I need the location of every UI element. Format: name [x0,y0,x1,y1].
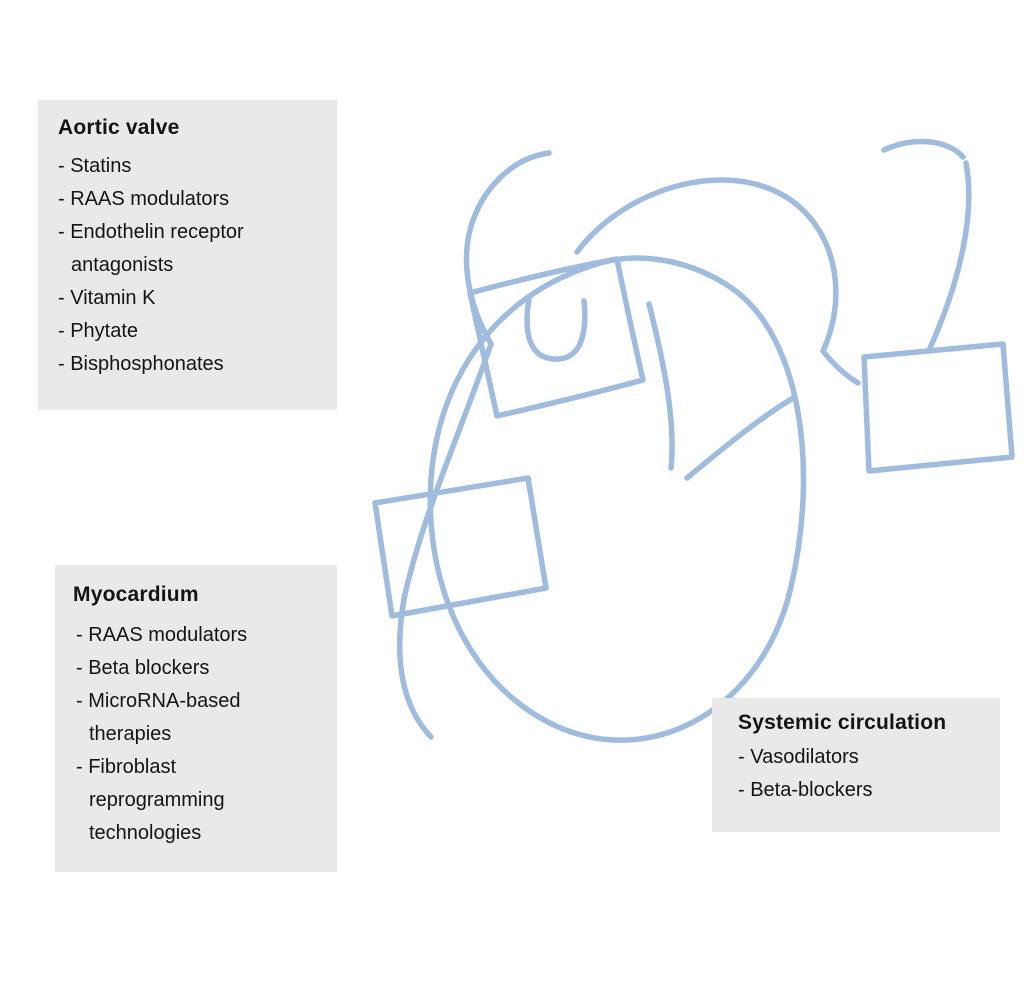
myocardium-title: Myocardium [73,583,199,606]
sketch-myocardium-rect [372,475,549,619]
aortic-valve-box: Aortic valve - Statins - RAAS modulators… [38,100,337,410]
sketch-inner-left-line [646,301,675,471]
list-item: - Statins [58,155,132,177]
sketch-aortic-arch [574,177,861,386]
list-item: - Vitamin K [58,287,156,309]
sketch-left-vessel-long [397,341,494,740]
list-item: - Beta-blockers [738,779,873,801]
list-item: - Phytate [58,320,139,342]
list-item: - Beta blockers [76,657,210,679]
sketch-valve-loop [524,296,588,362]
sketch-right-vessel [927,160,972,351]
myocardium-box: Myocardium - RAAS modulators - Beta bloc… [55,565,337,872]
list-item: - Endothelin receptor antagonists [58,221,244,276]
list-item: - Fibroblast reprogramming technologies [76,756,225,844]
aortic-valve-list: - Statins - RAAS modulators - Endothelin… [58,150,317,381]
aortic-valve-title: Aortic valve [58,116,180,139]
systemic-circulation-list: - Vasodilators - Beta-blockers [738,741,984,807]
list-item: - Vasodilators [738,746,859,768]
sketch-valve-rect [467,256,646,419]
myocardium-list: - RAAS modulators - Beta blockers - Micr… [73,619,319,850]
sketch-inner-right-line [684,395,796,481]
sketch-heart-outline [427,255,807,743]
list-item: - MicroRNA-based therapies [76,690,241,745]
list-item: - RAAS modulators [58,188,230,210]
sketch-right-top-arc [881,138,966,160]
sketch-right-rect [861,341,1015,474]
list-item: - Bisphosphonates [58,353,224,375]
list-item: - RAAS modulators [76,624,248,646]
systemic-circulation-title: Systemic circulation [738,711,947,734]
systemic-circulation-box: Systemic circulation - Vasodilators - Be… [712,698,1000,832]
